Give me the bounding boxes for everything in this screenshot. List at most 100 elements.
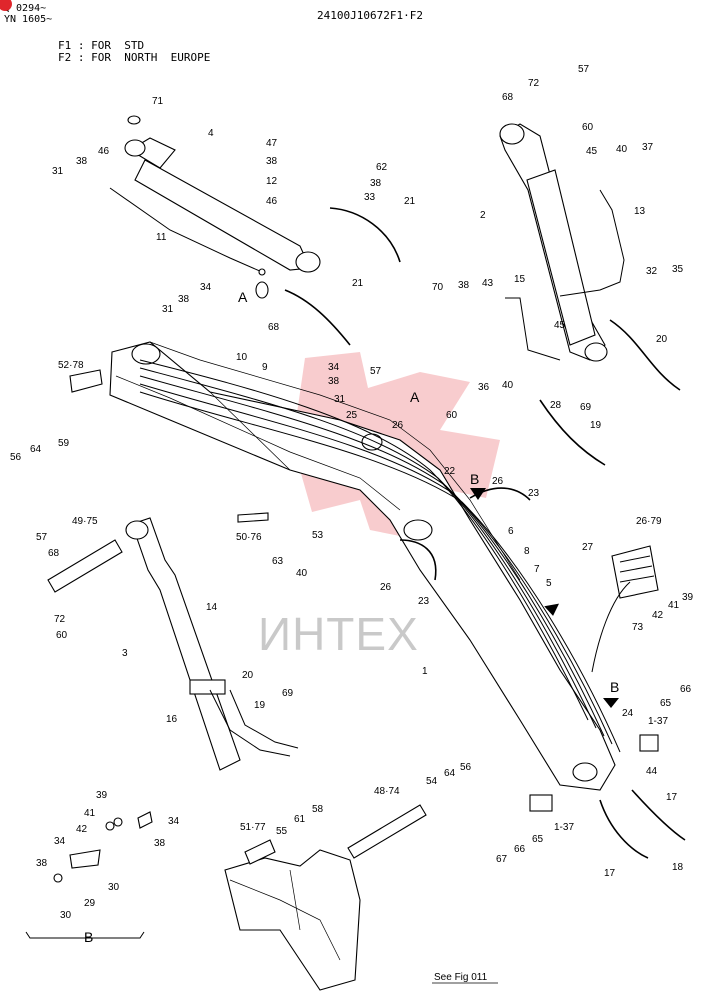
- callout: 41: [668, 600, 680, 611]
- callout: 41: [84, 808, 96, 819]
- callout: 65: [532, 834, 544, 845]
- callout: 68: [268, 322, 280, 333]
- callout: 46: [98, 146, 110, 157]
- callout: 68: [502, 92, 514, 103]
- callout: 7: [534, 564, 540, 575]
- callout: 14: [206, 602, 218, 613]
- callout: 66: [514, 844, 526, 855]
- footer-reference: See Fig 011: [434, 972, 488, 983]
- callout: 19: [254, 700, 266, 711]
- loose-hoses: [284, 207, 686, 859]
- arm-cylinder: [109, 115, 321, 299]
- callout: 68: [48, 548, 60, 559]
- callout: 55: [276, 826, 288, 837]
- callout: 10: [236, 352, 248, 363]
- callout: 59: [58, 438, 70, 449]
- callout: 38: [76, 156, 88, 167]
- callout: 62: [376, 162, 388, 173]
- callout: B: [610, 679, 619, 695]
- callout: 26: [392, 420, 404, 431]
- callout: 38: [154, 838, 166, 849]
- callout: 57: [36, 532, 48, 543]
- callout: 25: [346, 410, 358, 421]
- boom-hose-bundle: [139, 359, 621, 753]
- callout: B: [470, 471, 479, 487]
- callout: 30: [60, 910, 72, 921]
- callout: 60: [582, 122, 594, 133]
- callout: 1-37: [648, 716, 668, 727]
- callout: B: [84, 929, 93, 945]
- watermark-text: ИНТЕХ: [258, 608, 419, 660]
- callout: 64: [444, 768, 456, 779]
- callout: 40: [296, 568, 308, 579]
- callout: 21: [352, 278, 364, 289]
- callout: 18: [672, 862, 684, 873]
- callout: 42: [76, 824, 88, 835]
- callout: 60: [56, 630, 68, 641]
- pins: [47, 369, 659, 865]
- callout-labels: 71 4 47 38 62 12 38 33 46 21 31 38 46 11…: [10, 64, 694, 945]
- callout: 37: [642, 142, 654, 153]
- callout: 66: [680, 684, 692, 695]
- callout: 73: [632, 622, 644, 633]
- callout: 60: [446, 410, 458, 421]
- callout: 38: [178, 294, 190, 305]
- callout: 71: [152, 96, 164, 107]
- boom-cylinder: [499, 123, 625, 362]
- serial-range-block: Q 0294~ YN 1605~: [0, 0, 53, 25]
- callout: 52·78: [58, 360, 84, 371]
- callout: 34: [168, 816, 180, 827]
- callout: 13: [634, 206, 646, 217]
- callout: 39: [96, 790, 108, 801]
- callout: 31: [162, 304, 174, 315]
- boom-assembly: [109, 341, 616, 791]
- callout: 27: [582, 542, 594, 553]
- callout: 4: [208, 128, 214, 139]
- callout: 28: [550, 400, 562, 411]
- view-b-leader: [591, 581, 631, 673]
- callout: 34: [54, 836, 66, 847]
- callout: 38: [266, 156, 278, 167]
- serial-yn: YN 1605~: [4, 14, 53, 25]
- callout: 44: [646, 766, 658, 777]
- callout: 49·75: [72, 516, 98, 527]
- callout: 1-37: [554, 822, 574, 833]
- callout: 26: [380, 582, 392, 593]
- drawing-number: 24100J10672F1·F2: [317, 9, 423, 22]
- callout: 65: [660, 698, 672, 709]
- callout: 17: [666, 792, 678, 803]
- callout: 64: [30, 444, 42, 455]
- callout: 35: [672, 264, 684, 275]
- callout: 56: [460, 762, 472, 773]
- callout: 30: [108, 882, 120, 893]
- callout: 21: [404, 196, 416, 207]
- callout: 20: [656, 334, 668, 345]
- callout: 31: [52, 166, 64, 177]
- callout: 33: [364, 192, 376, 203]
- callout: 24: [622, 708, 634, 719]
- callout: 63: [272, 556, 284, 567]
- callout: 11: [156, 232, 167, 243]
- callout: 9: [262, 362, 268, 373]
- callout: 40: [616, 144, 628, 155]
- callout: 58: [312, 804, 324, 815]
- callout: 19: [590, 420, 602, 431]
- callout: 72: [54, 614, 66, 625]
- callout: 47: [266, 138, 278, 149]
- callout: 26·79: [636, 516, 662, 527]
- callout: 17: [604, 868, 616, 879]
- callout: 42: [652, 610, 664, 621]
- callout: 31: [334, 394, 346, 405]
- callout: A: [410, 389, 420, 405]
- callout: 38: [328, 376, 340, 387]
- callout: 5: [546, 578, 552, 589]
- callout: 15: [514, 274, 526, 285]
- view-b-detail: [53, 811, 153, 883]
- callout: 32: [646, 266, 658, 277]
- callout: 12: [266, 176, 278, 187]
- callout: 34: [328, 362, 340, 373]
- view-b-bracket: [25, 931, 145, 939]
- callout: 38: [458, 280, 470, 291]
